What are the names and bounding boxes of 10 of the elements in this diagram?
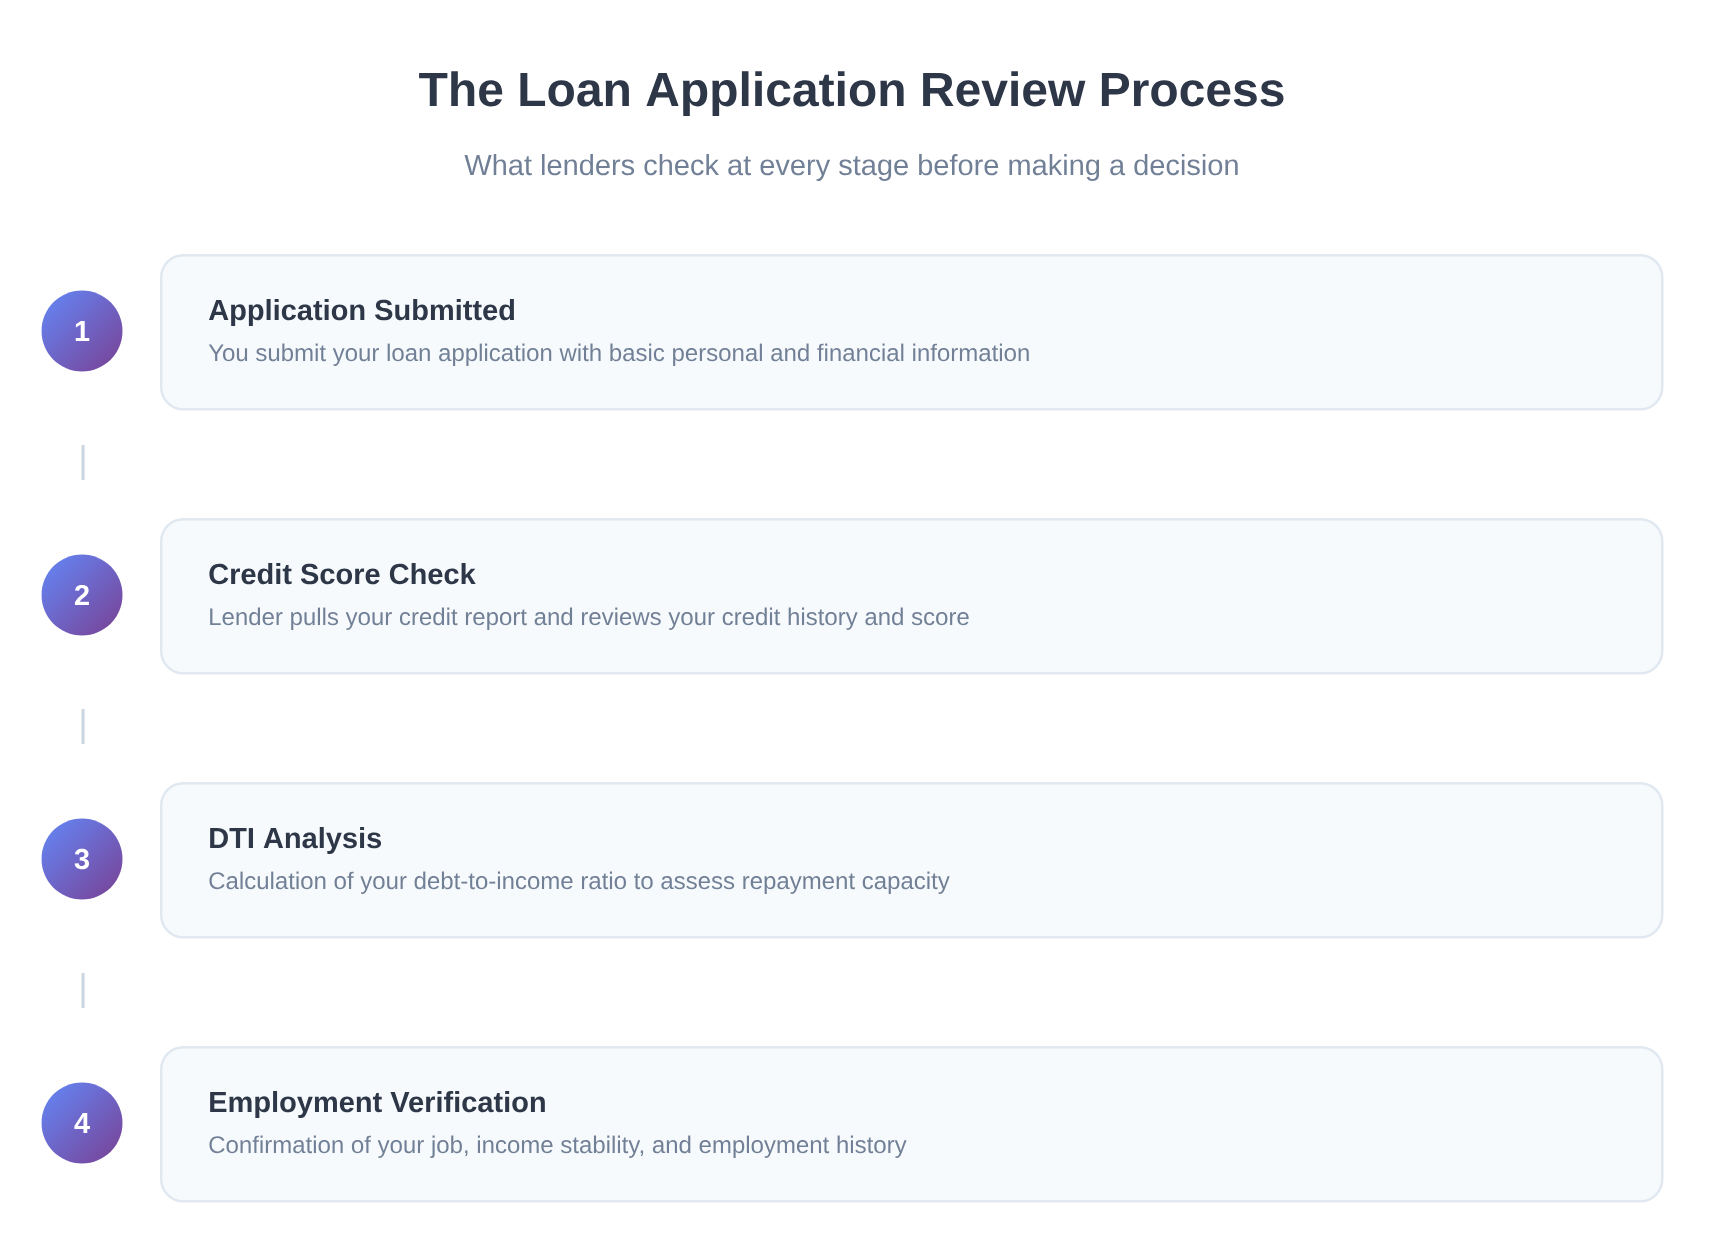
step-description: Lender pulls your credit report and reviews your credit history and score xyxy=(210,607,969,630)
subtitle: What lenders check at every stage before making a decision xyxy=(464,154,1238,181)
step-title: Employment Verification xyxy=(210,1091,545,1118)
step-description: You submit your loan application with basic personal and financial information xyxy=(208,343,1029,366)
step-description: Calculation of your debt-to-income ratio to assess repayment capacity xyxy=(209,871,950,894)
step-description: Confirmation of your job, income stability, and employment history xyxy=(209,1135,907,1158)
step-title: Credit Score Check xyxy=(209,563,476,585)
step-title: DTI Analysis xyxy=(210,827,382,854)
step-title: Application Submitted xyxy=(208,299,514,326)
title: The Loan Application Review Process xyxy=(419,71,1284,116)
